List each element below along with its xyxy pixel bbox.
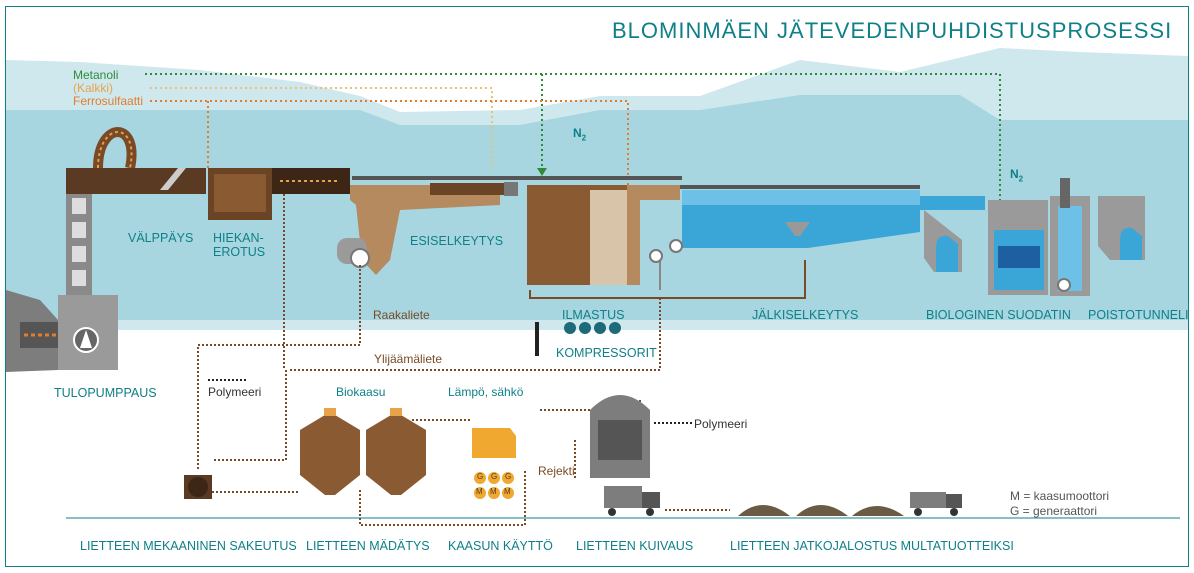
digester-1 — [300, 412, 360, 495]
kompressorit-label: KOMPRESSORIT — [556, 346, 657, 360]
sakeutus-label: LIETTEEN MEKAANINEN SAKEUTUS — [80, 539, 297, 553]
kuivaus-label: LIETTEEN KUIVAUS — [576, 539, 694, 553]
kalkki-label: (Kalkki) — [73, 81, 114, 95]
valppays-label: VÄLPPÄYS — [128, 231, 194, 245]
kaasun-kaytto-label: KAASUN KÄYTTÖ — [448, 539, 553, 553]
esiselkeytys-label: ESISELKEYTYS — [410, 234, 504, 248]
jalkiselkeytys-label: JÄLKISELKEYTYS — [752, 308, 859, 322]
soil-heap-2 — [796, 505, 848, 516]
engine-g-1: G — [477, 472, 484, 481]
gas-holder — [472, 428, 516, 458]
engine-circles — [474, 472, 514, 499]
hiekanerotus-label-1: HIEKAN- — [213, 231, 264, 245]
ilmastus-label: ILMASTUS — [562, 308, 625, 322]
polymeeri-label-2: Polymeeri — [694, 417, 748, 431]
influent-pipe — [66, 168, 206, 194]
truck-1 — [604, 486, 660, 516]
engine-m-3: M — [504, 487, 511, 496]
legend-g: G = generaattori — [1010, 504, 1098, 518]
metanoli-arrow-1 — [537, 168, 547, 176]
ilmastus-bubbles — [590, 190, 627, 285]
legend-m: M = kaasumoottori — [1010, 489, 1110, 503]
n2-label-main: N2 — [573, 126, 587, 143]
engine-m-2: M — [490, 487, 497, 496]
rejekti-label: Rejekti — [538, 464, 575, 478]
engine-g-3: G — [505, 472, 512, 481]
hiekanerotus-label-2: EROTUS — [213, 245, 266, 259]
metanoli-line — [145, 73, 1001, 225]
engine-g-2: G — [491, 472, 498, 481]
lampo-sahko-label: Lämpö, sähkö — [448, 385, 524, 399]
raakaliete-label: Raakaliete — [373, 308, 430, 322]
soil-heap-3 — [852, 506, 904, 516]
ferrosulfaatti-label: Ferrosulfaatti — [73, 94, 144, 108]
compressors — [535, 322, 621, 356]
frame — [5, 6, 1189, 567]
page-title: BLOMINMÄEN JÄTEVEDENPUHDISTUSPROSESSI — [612, 18, 1173, 43]
tulopumppaus-structure — [6, 190, 118, 372]
engine-m-1: M — [476, 487, 483, 496]
soil-heap-1 — [738, 505, 790, 516]
chemical-lines — [145, 73, 1001, 225]
biologinen-suodatin-label: BIOLOGINEN SUODATIN — [926, 308, 1071, 322]
biokaasu-label: Biokaasu — [336, 385, 386, 399]
polymeeri-label-1: Polymeeri — [208, 385, 262, 399]
jatkojalostus-label: LIETTEEN JATKOJALOSTUS MULTATUOTTEIKSI — [730, 539, 1014, 553]
madatys-label: LIETTEEN MÄDÄTYS — [306, 539, 430, 553]
esiselkeytys-tank — [350, 185, 500, 275]
metanoli-label: Metanoli — [73, 68, 119, 82]
ylijaamaliete-label: Ylijäämäliete — [374, 352, 443, 366]
kalkki-line — [150, 87, 493, 168]
truck-2 — [910, 492, 962, 516]
tulopumppaus-label: TULOPUMPPAUS — [54, 386, 157, 400]
n2-label-filter: N2 — [1010, 167, 1024, 184]
digester-2 — [366, 412, 426, 495]
poistotunneli-label: POISTOTUNNELI — [1088, 308, 1189, 322]
